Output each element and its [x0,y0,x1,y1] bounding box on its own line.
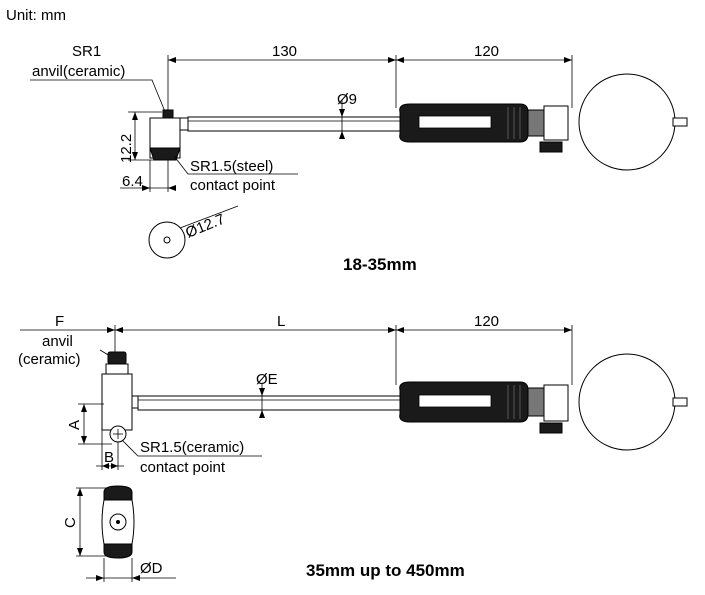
anvil-label-1: anvil [42,333,73,350]
top-contact-point [149,147,181,161]
contact-label: contact point [190,177,276,194]
dim-120-label: 120 [474,43,499,60]
dim-b-label: B [104,449,114,466]
top-clamp-knob [539,141,563,153]
unit-label: Unit: mm [6,7,66,24]
head-width-label: 6.4 [122,173,143,190]
shaft-dia-label: ØE [256,371,278,388]
bottom-clamp-knob [539,422,563,434]
bottom-end-view-top-cap [103,485,133,501]
bottom-end-view-bottom-cap [103,543,133,559]
bottom-anvil [107,351,127,365]
top-shaft [187,116,401,132]
anvil-radius-label: SR1 [72,43,101,60]
top-caption: 18-35mm [343,255,417,274]
dim-c-label: C [62,517,79,528]
bottom-connector [543,384,569,422]
bottom-gauge: L 120 F anvil (ceramic) [18,313,688,582]
contact-label: contact point [140,459,226,476]
anvil-radius-label: F [55,313,64,330]
head-height-label: 12.2 [118,134,135,163]
contact-radius-label: SR1.5(steel) [190,158,273,175]
top-dial [578,73,676,171]
head-dia-label: Ø12.7 [183,211,227,242]
dim-120-label: 120 [474,313,499,330]
top-gauge: 130 120 SR1 anvil(ceramic) Ø9 [30,43,688,274]
bottom-dial [578,353,676,451]
bottom-gauge-head [101,373,133,431]
anvil-material-label: anvil(ceramic) [32,63,125,80]
shaft-dia-label: Ø9 [337,91,357,108]
anvil-label-2: (ceramic) [18,351,81,368]
dim-l-label: L [277,313,285,330]
top-anvil [162,109,174,119]
dim-d-label: ØD [140,560,163,577]
dim-130-label: 130 [272,43,297,60]
contact-radius-label: SR1.5(ceramic) [140,439,244,456]
bottom-shaft [137,395,401,411]
top-connector [543,105,569,141]
bottom-caption: 35mm up to 450mm [306,561,465,580]
dim-a-label: A [66,420,83,430]
